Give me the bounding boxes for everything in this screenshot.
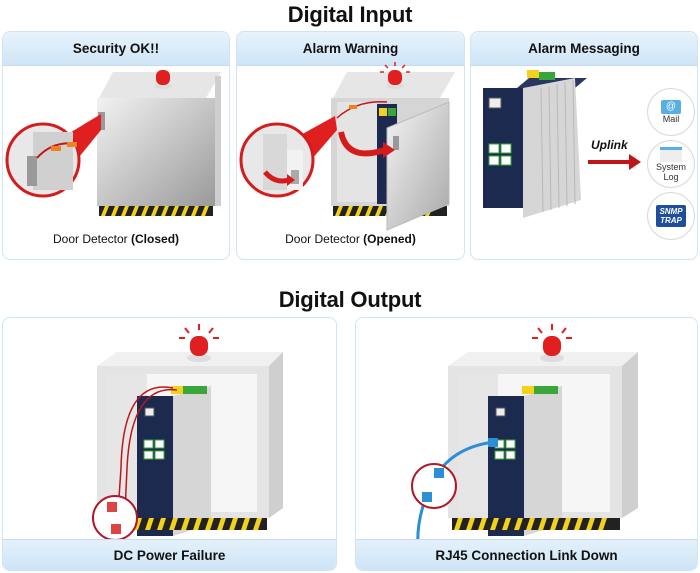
panel-footer: RJ45 Connection Link Down bbox=[356, 539, 697, 570]
system-log-target: System Log bbox=[647, 140, 695, 188]
alarm-beacon-icon bbox=[154, 70, 172, 89]
hazard-stripes bbox=[131, 518, 267, 530]
caption-prefix: Door Detector bbox=[52, 232, 132, 246]
door-detector-caption: Door Detector (Closed) bbox=[3, 232, 229, 246]
rj45-ports-icon bbox=[488, 143, 512, 166]
caption-state: (Opened) bbox=[363, 232, 416, 246]
hazard-stripes bbox=[452, 518, 620, 530]
open-arrow-icon bbox=[338, 131, 386, 157]
arrow-head-icon bbox=[629, 154, 641, 170]
panel-footer: DC Power Failure bbox=[3, 539, 336, 570]
hazard-stripes bbox=[99, 206, 213, 216]
door-detector-caption: Door Detector (Opened) bbox=[237, 232, 464, 246]
uplink-label: Uplink bbox=[591, 138, 628, 152]
switch-device bbox=[137, 396, 173, 536]
digital-input-title: Digital Input bbox=[287, 2, 413, 27]
switch-illustration bbox=[483, 70, 641, 218]
snmp-badge-line2: TRAP bbox=[660, 216, 682, 225]
panel-rj45-link-down: RJ45 Connection Link Down bbox=[355, 317, 698, 571]
open-cabinet-illustration bbox=[239, 62, 455, 231]
door-detector bbox=[98, 112, 105, 130]
panel-header: Alarm Warning bbox=[237, 32, 464, 66]
snmp-badge-line1: SNMP bbox=[659, 207, 683, 216]
system-log-label-line2: Log bbox=[663, 171, 679, 182]
alarm-beacon-active-icon bbox=[380, 62, 410, 89]
mail-target: @ Mail bbox=[647, 88, 695, 136]
alarm-beacon-active-icon bbox=[179, 324, 219, 362]
snmp-trap-icon: SNMP TRAP bbox=[656, 205, 686, 227]
panel-security-ok: Security OK!! bbox=[2, 31, 230, 260]
caption-state: (Closed) bbox=[131, 232, 180, 246]
snmp-trap-target: SNMP TRAP bbox=[647, 192, 695, 240]
mail-icon: @ bbox=[661, 100, 681, 114]
panel-header: Alarm Messaging bbox=[471, 32, 697, 66]
mail-label: Mail bbox=[662, 114, 680, 124]
cabinet-front bbox=[97, 98, 215, 206]
panel-header: Security OK!! bbox=[3, 32, 229, 66]
console-port-icon bbox=[488, 97, 502, 109]
digital-output-title: Digital Output bbox=[278, 287, 422, 312]
system-log-label-line1: System bbox=[655, 161, 686, 172]
switch-device bbox=[488, 396, 524, 536]
closed-cabinet-illustration bbox=[5, 70, 221, 216]
power-cable bbox=[114, 386, 174, 559]
switch-heatsink bbox=[523, 78, 581, 218]
system-log-icon bbox=[660, 146, 682, 162]
caption-prefix: Door Detector bbox=[285, 232, 364, 246]
rj45-link-down-illustration bbox=[411, 324, 638, 549]
panel-alarm-warning: Alarm Warning bbox=[236, 31, 465, 260]
open-door bbox=[386, 101, 450, 231]
alarm-beacon-active-icon bbox=[532, 324, 572, 362]
uplink-arrow bbox=[588, 160, 630, 164]
dc-power-failure-illustration bbox=[92, 324, 283, 559]
panel-dc-power-failure: DC Power Failure bbox=[2, 317, 337, 571]
panel-alarm-messaging: Alarm Messaging Uplink @ Mail System Log… bbox=[470, 31, 698, 260]
